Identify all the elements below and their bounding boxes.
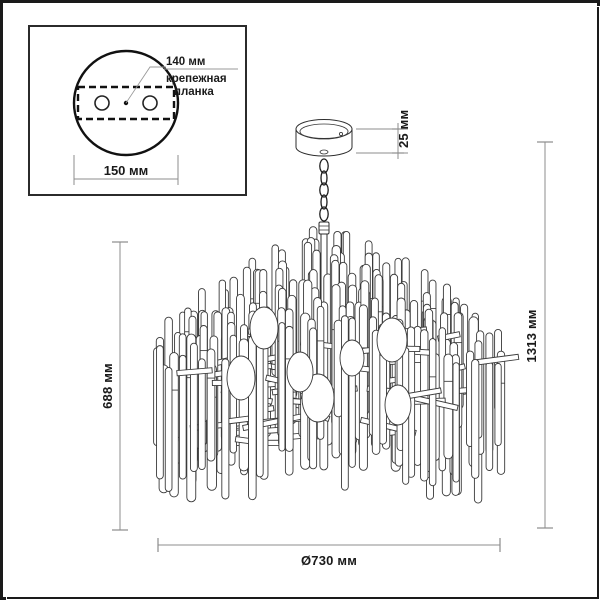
rod-element [494,362,502,447]
rod-element [358,304,368,471]
dimension-label-total-height: 1313 мм [524,309,539,362]
callout-label-line1: крепежная [166,73,227,85]
lamp-bulb [339,339,365,377]
ceiling-mount-detail-svg: 140 мм крепежная планка 150 мм [72,49,238,185]
screw-hole [142,95,158,111]
dimension-label-body-height: 688 мм [100,363,115,409]
rod-element [198,358,206,471]
rod-element [156,345,164,480]
leader-line [125,66,166,104]
rod-element [485,361,494,471]
ceiling-mount-detail-box: 140 мм крепежная планка 150 мм [28,25,247,196]
rod-element [285,325,294,452]
lamp-bulb [384,384,412,426]
rod-element [190,342,198,473]
rod-element [371,329,381,455]
canopy-circle [72,49,180,157]
ceiling-canopy [295,119,353,157]
rod-element [178,354,187,480]
rod-element [164,367,173,492]
dimension-canopy-height: 25 мм [356,110,411,159]
lamp-bulb [286,351,314,393]
dimension-label-diameter: Ø730 мм [301,553,357,568]
lamp-bulb [226,355,256,401]
rod-element [206,348,216,462]
screw-hole [94,95,110,111]
callout-dimension-150: 150 мм [104,163,149,178]
lamp-bulb [301,373,335,423]
lamp-bulb [376,317,408,363]
lamp-bulb [249,306,279,350]
rod-element [278,322,286,452]
callout-label-line2: планка [174,86,214,98]
rod-element [420,329,429,482]
rod-element [428,338,437,487]
dimension-diameter: Ø730 мм [157,538,501,568]
rod-element [452,362,460,483]
rod-element [256,333,264,478]
dimension-label-canopy-height: 25 мм [396,110,411,148]
rod-cluster-shade [153,226,520,504]
mounting-bracket-outline [76,85,176,121]
dimension-body-height: 688 мм [100,241,128,531]
rod-element [471,358,480,479]
connector-strut [176,367,213,377]
dimension-total-height: 1313 мм [524,141,553,529]
rod-element [221,358,230,500]
callout-dimension-140: 140 мм [166,56,205,68]
